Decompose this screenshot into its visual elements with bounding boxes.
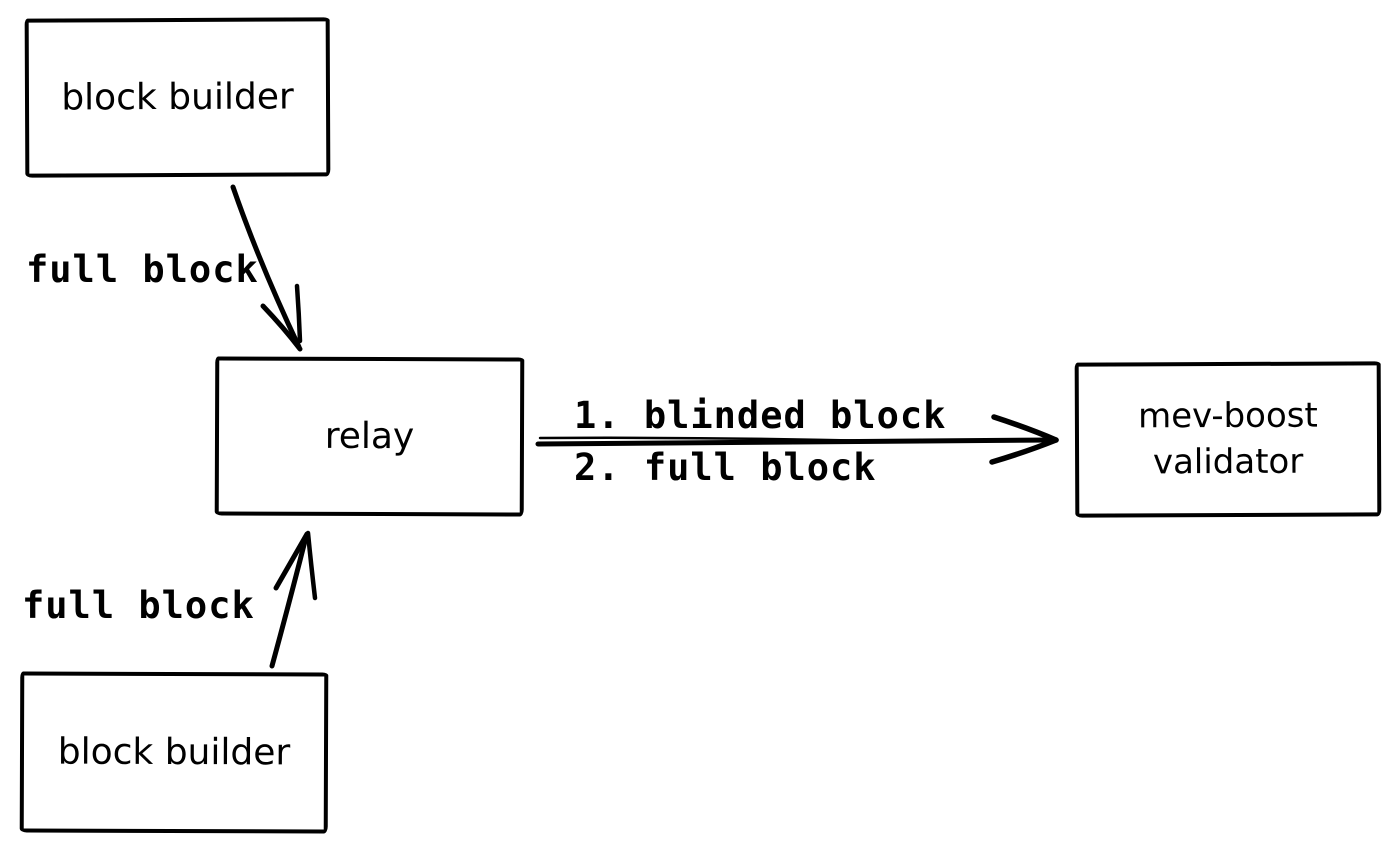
validator-label-line1: mev-boost	[1137, 395, 1318, 437]
node-mev-boost-validator-label: mev-boost validator	[1138, 393, 1318, 486]
arrow-bottom-builder-to-relay-icon	[269, 530, 318, 669]
node-block-builder-bottom: block builder	[19, 671, 329, 834]
node-block-builder-top: block builder	[24, 17, 331, 178]
node-relay: relay	[214, 356, 525, 517]
edge-label-full-block-mid: 2. full block	[574, 446, 877, 489]
validator-label-line2: validator	[1152, 441, 1304, 482]
edge-label-full-block-bottom: full block	[22, 584, 255, 627]
node-mev-boost-validator: mev-boost validator	[1074, 361, 1382, 518]
node-block-builder-top-label: block builder	[61, 76, 294, 119]
node-block-builder-bottom-label: block builder	[57, 731, 291, 774]
edge-label-full-block-top: full block	[26, 248, 259, 291]
edge-label-blinded-block: 1. blinded block	[574, 394, 947, 437]
node-relay-label: relay	[324, 415, 415, 458]
